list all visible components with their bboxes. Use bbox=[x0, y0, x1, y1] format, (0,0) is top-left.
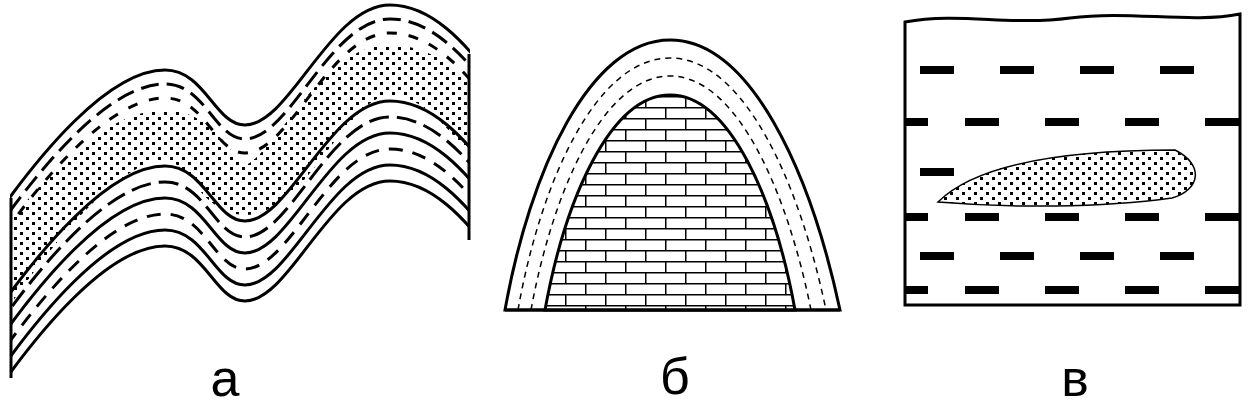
panel-letter: а bbox=[211, 352, 240, 404]
sand-lens-section bbox=[905, 14, 1240, 305]
panel-letter: в bbox=[1061, 352, 1089, 404]
panel-letter: б bbox=[660, 350, 690, 402]
fold-layers bbox=[10, 5, 470, 416]
anticline bbox=[505, 40, 840, 312]
